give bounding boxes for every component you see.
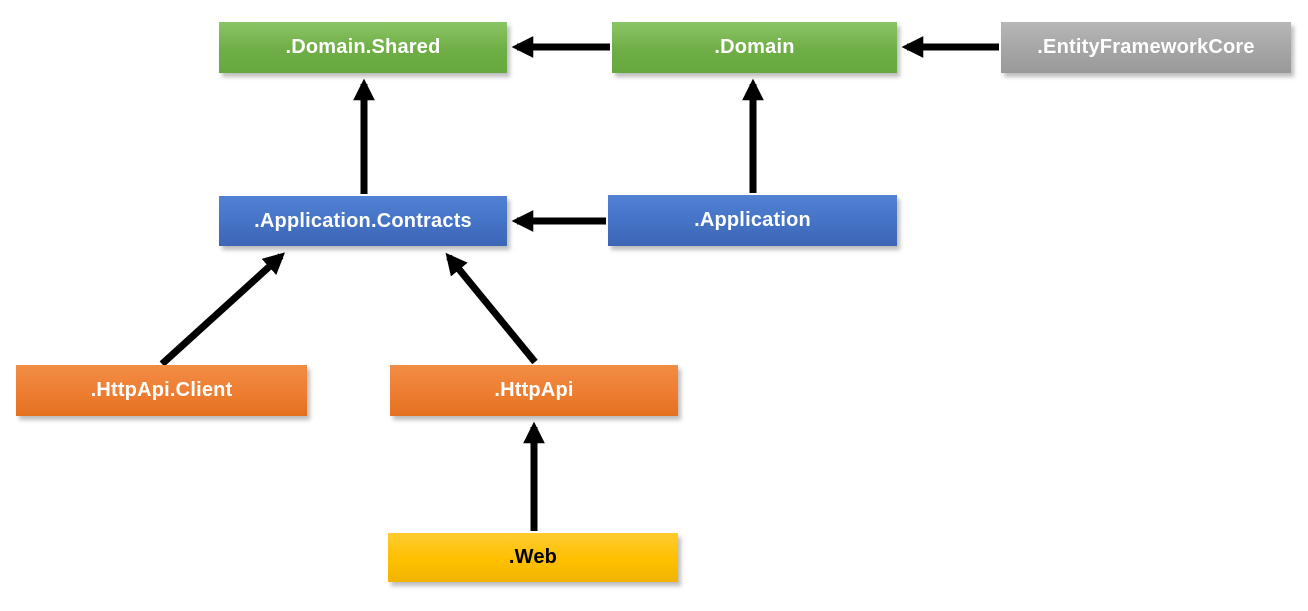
- node-httpapi: .HttpApi: [390, 365, 678, 416]
- arrow-httpapi-client-to-application-contracts: [159, 252, 286, 367]
- node-web: .Web: [388, 533, 678, 582]
- node-application-contracts: .Application.Contracts: [219, 196, 507, 246]
- node-domain: .Domain: [612, 22, 897, 73]
- arrow-httpapi-to-application-contracts: [445, 252, 538, 365]
- node-entity-framework-core: .EntityFrameworkCore: [1001, 22, 1291, 73]
- node-httpapi-client: .HttpApi.Client: [16, 365, 307, 416]
- node-application: .Application: [608, 195, 897, 246]
- node-domain-shared: .Domain.Shared: [219, 22, 507, 73]
